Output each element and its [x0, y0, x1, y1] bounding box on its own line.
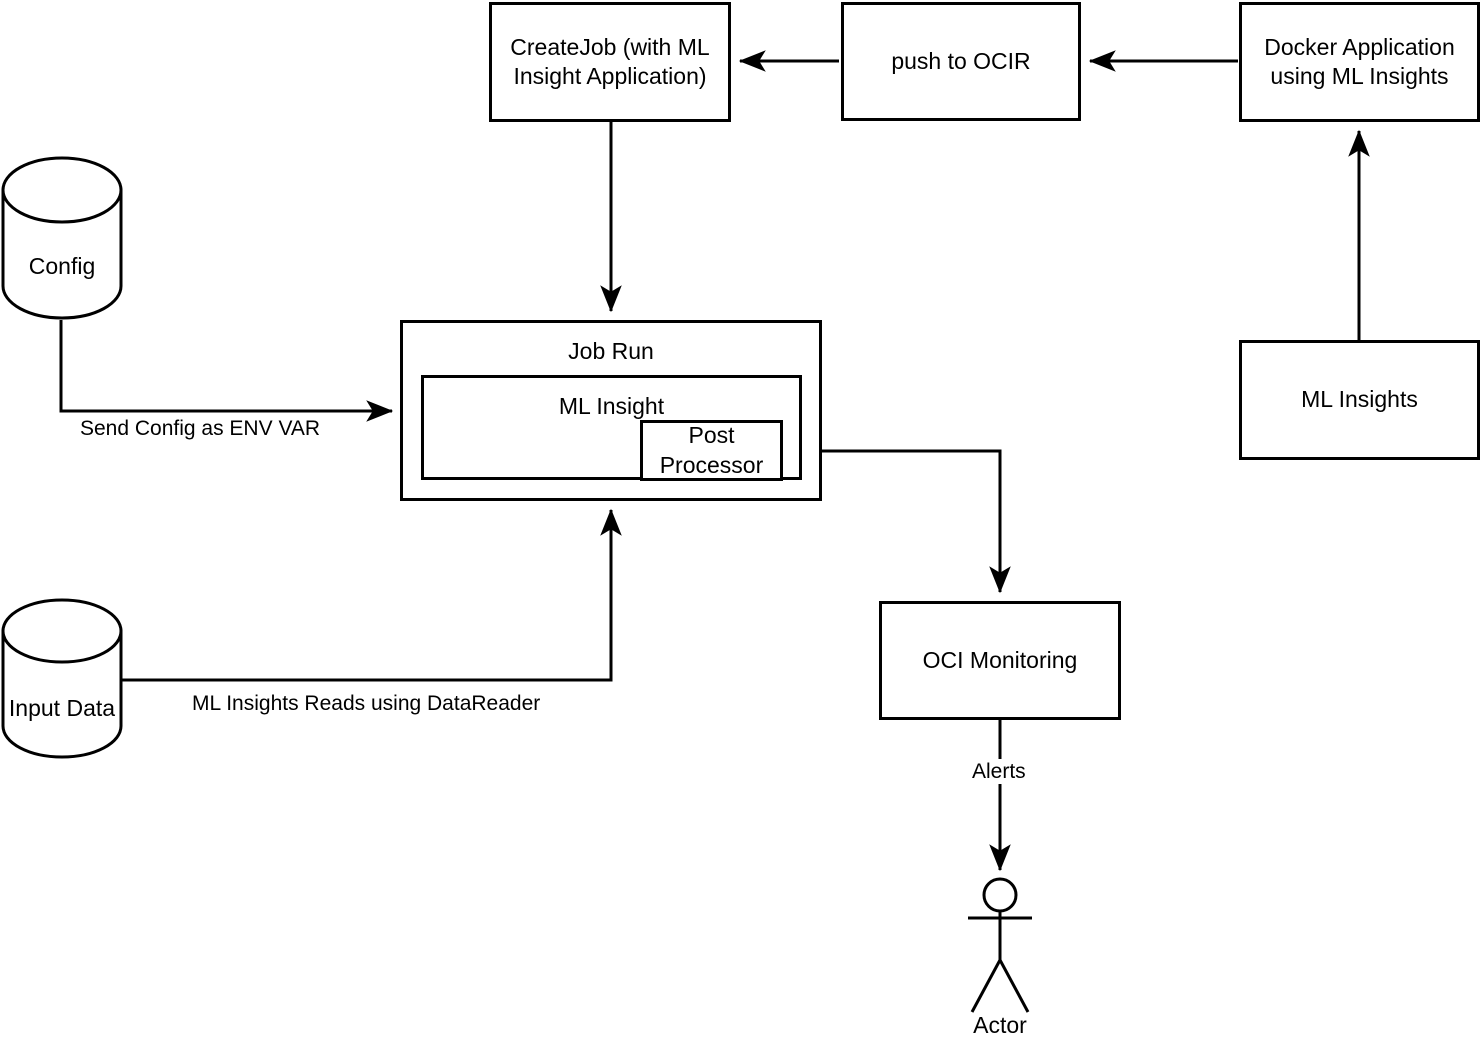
- node-ml-insights[interactable]: ML Insights: [1239, 340, 1480, 460]
- edge-postprocessor-to-monitoring: [782, 449, 1011, 594]
- node-ml-insights-label: ML Insights: [1301, 386, 1418, 413]
- actor-figure: [968, 877, 1032, 1013]
- node-docker-application[interactable]: Docker Application using ML Insights: [1239, 2, 1480, 122]
- node-create-job-label: CreateJob (with ML Insight Application): [510, 33, 710, 89]
- node-push-to-ocir[interactable]: push to OCIR: [841, 2, 1081, 121]
- node-post-processor[interactable]: Post Processor: [640, 420, 783, 481]
- node-oci-monitoring-label: OCI Monitoring: [922, 646, 1078, 673]
- edge-inputdata-to-jobrun: [122, 508, 622, 682]
- input-data-cylinder: [1, 598, 123, 759]
- edge-label-data-reader: ML Insights Reads using DataReader: [188, 691, 545, 717]
- node-oci-monitoring[interactable]: OCI Monitoring: [879, 601, 1121, 720]
- node-actor-label: Actor: [973, 1012, 1027, 1038]
- node-push-to-ocir-label: push to OCIR: [891, 47, 1031, 74]
- node-ml-insight-label: ML Insight: [558, 393, 665, 419]
- edge-label-alerts: Alerts: [968, 759, 1030, 785]
- node-create-job[interactable]: CreateJob (with ML Insight Application): [489, 2, 731, 122]
- edge-config-to-jobrun: [59, 320, 394, 422]
- node-post-processor-label: Post Processor: [659, 422, 764, 478]
- node-config-label: Config: [28, 253, 96, 279]
- node-input-data-label: Input Data: [8, 695, 116, 721]
- node-job-run-label: Job Run: [568, 338, 654, 364]
- config-cylinder: [1, 156, 123, 320]
- node-docker-application-label: Docker Application using ML Insights: [1264, 33, 1455, 89]
- edge-label-send-config: Send Config as ENV VAR: [76, 416, 325, 442]
